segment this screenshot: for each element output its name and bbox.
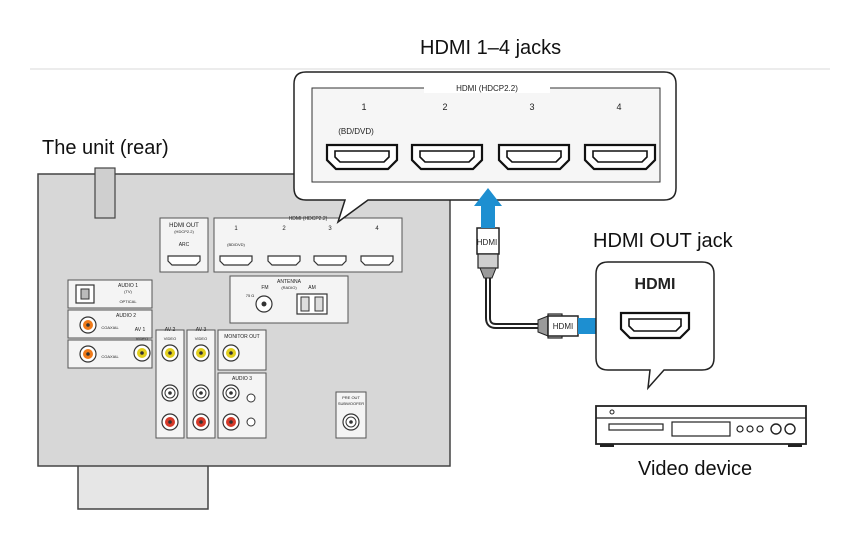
callout-hdmi-port-2-inner	[419, 150, 475, 163]
callout-hdmi-port-3-inner	[506, 150, 562, 163]
panel-hdmi-port-4-label: 4	[375, 226, 379, 232]
video-device-foot-left	[600, 444, 614, 447]
video-device-display	[671, 421, 731, 437]
panel-radio-label: (RADIO)	[281, 285, 297, 290]
callout-hdmi-port-1-inner	[334, 150, 390, 163]
panel-antenna-block	[229, 275, 349, 324]
cable-plug-vertical-strain	[479, 267, 497, 279]
panel-hdmi-port-3-label: 3	[328, 226, 332, 232]
panel-hdmi-port-1	[219, 255, 253, 266]
panel-av2-video-label: VIDEO	[164, 336, 176, 341]
av1-video-jack-pin	[140, 351, 144, 355]
audio3-l-pin	[229, 391, 233, 395]
panel-hdmi-in-header: HDMI (HDCP2.2)	[289, 216, 328, 222]
hdmi-jacks-title: HDMI 1–4 jacks	[420, 37, 562, 59]
arrow-up-to-hdmi-in	[474, 188, 502, 228]
panel-hdmi-out-title: HDMI OUT	[169, 223, 199, 229]
hdmi-cable-wire-highlight	[487, 278, 538, 327]
video-device-tray	[608, 423, 664, 431]
video-device-foot-right	[788, 444, 802, 447]
panel-hdmi-port-3	[313, 255, 347, 266]
panel-hdmi-out-port	[167, 255, 201, 266]
coax-port-1-pin	[86, 323, 90, 327]
cable-plug-vertical-boot	[477, 253, 499, 269]
callout-port-1-label: 1	[361, 102, 366, 112]
video-device-button-5	[784, 423, 796, 435]
video-device-button-1	[736, 425, 744, 433]
panel-optical-label: OPTICAL	[119, 299, 137, 304]
device-hdmi-port	[619, 311, 691, 340]
hdmi-cable-wire	[485, 278, 538, 329]
coax-port-2-pin	[86, 352, 90, 356]
panel-av2-label: AV 2	[165, 327, 176, 333]
panel-audio1-label: AUDIO 1	[118, 283, 138, 289]
fm-connector-pin	[261, 301, 267, 307]
audio3-l-marker	[246, 393, 256, 403]
av2-video-jack-pin	[168, 351, 172, 355]
am-terminal-left	[300, 296, 310, 312]
unit-foot	[77, 464, 209, 510]
panel-audio3-label: AUDIO 3	[232, 376, 252, 382]
video-device-button-4	[770, 423, 782, 435]
monitor-out-jack-pin	[229, 351, 233, 355]
callout-port-2-label: 2	[442, 102, 447, 112]
unit-rear-label: The unit (rear)	[42, 137, 169, 159]
panel-am-label: AM	[308, 285, 316, 291]
callout-hdmi-port-4	[583, 143, 657, 171]
optical-port-inner	[80, 288, 90, 300]
am-terminal-right	[314, 296, 324, 312]
audio3-r-marker	[246, 417, 256, 427]
panel-av1-video-label: VIDEO	[136, 336, 148, 341]
callout-port-4-label: 4	[616, 102, 621, 112]
panel-hdmi-port-1-note: (BD/DVD)	[227, 242, 245, 247]
panel-subwoofer-label: SUBWOOFER	[338, 401, 364, 406]
panel-hdmi-port-1-label: 1	[234, 226, 238, 232]
hdmi-callout-header: HDMI (HDCP2.2)	[456, 84, 518, 93]
callout-hdmi-port-3	[497, 143, 571, 171]
hdmi-out-jack-label: HDMI OUT jack	[593, 230, 733, 252]
callout-hdmi-port-2	[410, 143, 484, 171]
panel-av1-label: AV 1	[135, 327, 146, 333]
panel-coaxial2-label: COAXIAL	[101, 354, 119, 359]
panel-hdmi-port-2	[267, 255, 301, 266]
panel-audio2-label: AUDIO 2	[116, 313, 136, 319]
subwoofer-jack-pin	[349, 420, 353, 424]
cable-plug-horizontal-strain	[537, 315, 549, 337]
cable-plug-vertical-label: HDMI	[477, 238, 497, 247]
av2-audio-r-pin	[168, 420, 172, 424]
device-hdmi-label: HDMI	[635, 276, 676, 293]
av2-audio-l-pin	[168, 391, 172, 395]
video-device-label: Video device	[638, 458, 753, 480]
video-device-power	[609, 409, 615, 415]
panel-fm-label: FM	[261, 285, 268, 291]
video-device-button-3	[756, 425, 764, 433]
panel-av3-video-label: VIDEO	[195, 336, 207, 341]
panel-hdmi-port-4	[360, 255, 394, 266]
panel-coaxial-label: COAXIAL	[101, 325, 119, 330]
av3-video-jack-pin	[199, 351, 203, 355]
cable-plug-horizontal-label: HDMI	[553, 322, 573, 331]
callout-port-3-label: 3	[529, 102, 534, 112]
callout-port-1-note: (BD/DVD)	[338, 127, 374, 136]
panel-hdmi-port-2-label: 2	[282, 226, 286, 232]
power-cord-stub	[94, 167, 116, 219]
panel-audio1-sub: (TV)	[124, 289, 132, 294]
panel-ohm-label: 75 Ω	[246, 293, 255, 298]
av3-audio-l-pin	[199, 391, 203, 395]
callout-hdmi-port-4-inner	[592, 150, 648, 163]
video-device-button-2	[746, 425, 754, 433]
audio3-r-pin	[229, 420, 233, 424]
panel-av3-label: AV 3	[196, 327, 207, 333]
device-hdmi-port-inner	[628, 318, 682, 332]
panel-arc-label: ARC	[179, 242, 190, 248]
hdmi-callout-header-bg	[424, 83, 550, 93]
panel-antenna-label: ANTENNA	[277, 279, 302, 285]
av3-audio-r-pin	[199, 420, 203, 424]
panel-monitor-out-label: MONITOR OUT	[224, 334, 259, 340]
panel-pre-out-label: PRE OUT	[342, 395, 360, 400]
panel-hdmi-out-sub: (HDCP2.2)	[174, 229, 194, 234]
callout-hdmi-port-1	[325, 143, 399, 171]
